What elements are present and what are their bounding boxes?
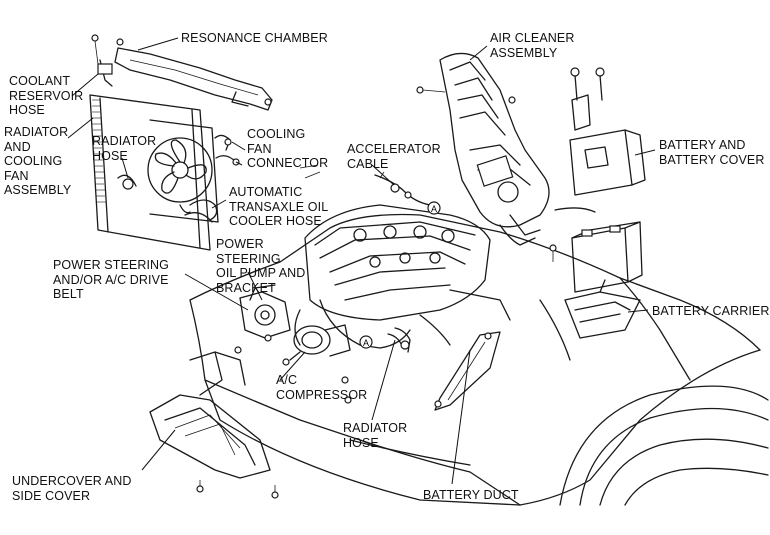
label-radiator-and-cooling-fan-assembly: RADIATOR AND COOLING FAN ASSEMBLY	[4, 125, 72, 197]
label-air-cleaner-assembly: AIR CLEANER ASSEMBLY	[490, 31, 575, 60]
ac-compressor-part	[282, 324, 352, 404]
label-radiator-hose-upper: RADIATOR HOSE	[92, 134, 157, 163]
lower-radiator-hose-part	[387, 327, 411, 353]
battery-cover-part	[569, 67, 646, 196]
battery-carrier-part	[564, 279, 641, 339]
engine-block	[294, 204, 511, 349]
label-accelerator-cable: ACCELERATOR CABLE	[347, 142, 441, 171]
label-drive-belt: POWER STEERING AND/OR A/C DRIVE BELT	[53, 258, 169, 301]
label-battery-carrier: BATTERY CARRIER	[652, 304, 770, 318]
battery-duct-part	[434, 331, 501, 411]
label-ac-compressor: A/C COMPRESSOR	[276, 373, 368, 402]
battery-part	[571, 221, 643, 293]
atf-cooler-hose-part	[184, 164, 321, 223]
accelerator-cable-part	[374, 171, 431, 206]
label-battery-and-battery-cover: BATTERY AND BATTERY COVER	[659, 138, 765, 167]
air-cleaner-assembly-part	[416, 52, 550, 246]
marker-a-circle-2	[427, 201, 441, 215]
marker-a-2: A	[431, 204, 437, 214]
label-power-steering-oil-pump-and-bracket: POWER STEERING OIL PUMP AND BRACKET	[216, 237, 306, 295]
radiator-fan-assembly-part	[89, 34, 219, 251]
power-steering-pump-part	[239, 284, 291, 342]
marker-a-1: A	[363, 338, 369, 348]
label-battery-duct: BATTERY DUCT	[423, 488, 519, 502]
label-coolant-reservoir-hose: COOLANT RESERVOIR HOSE	[9, 74, 84, 117]
marker-a-circle-1	[359, 335, 373, 349]
label-resonance-chamber: RESONANCE CHAMBER	[181, 31, 328, 45]
label-radiator-hose-lower: RADIATOR HOSE	[343, 421, 408, 450]
undercover-part	[149, 346, 279, 499]
label-cooling-fan-connector: COOLING FAN CONNECTOR	[247, 127, 329, 170]
resonance-chamber-part	[114, 38, 273, 111]
label-automatic-transaxle-oil-cooler-hose: AUTOMATIC TRANSAXLE OIL COOLER HOSE	[229, 185, 329, 228]
leader-lines	[67, 37, 656, 485]
cooling-fan-connector-part	[214, 134, 240, 166]
label-undercover-and-side-cover: UNDERCOVER AND SIDE COVER	[12, 474, 132, 503]
